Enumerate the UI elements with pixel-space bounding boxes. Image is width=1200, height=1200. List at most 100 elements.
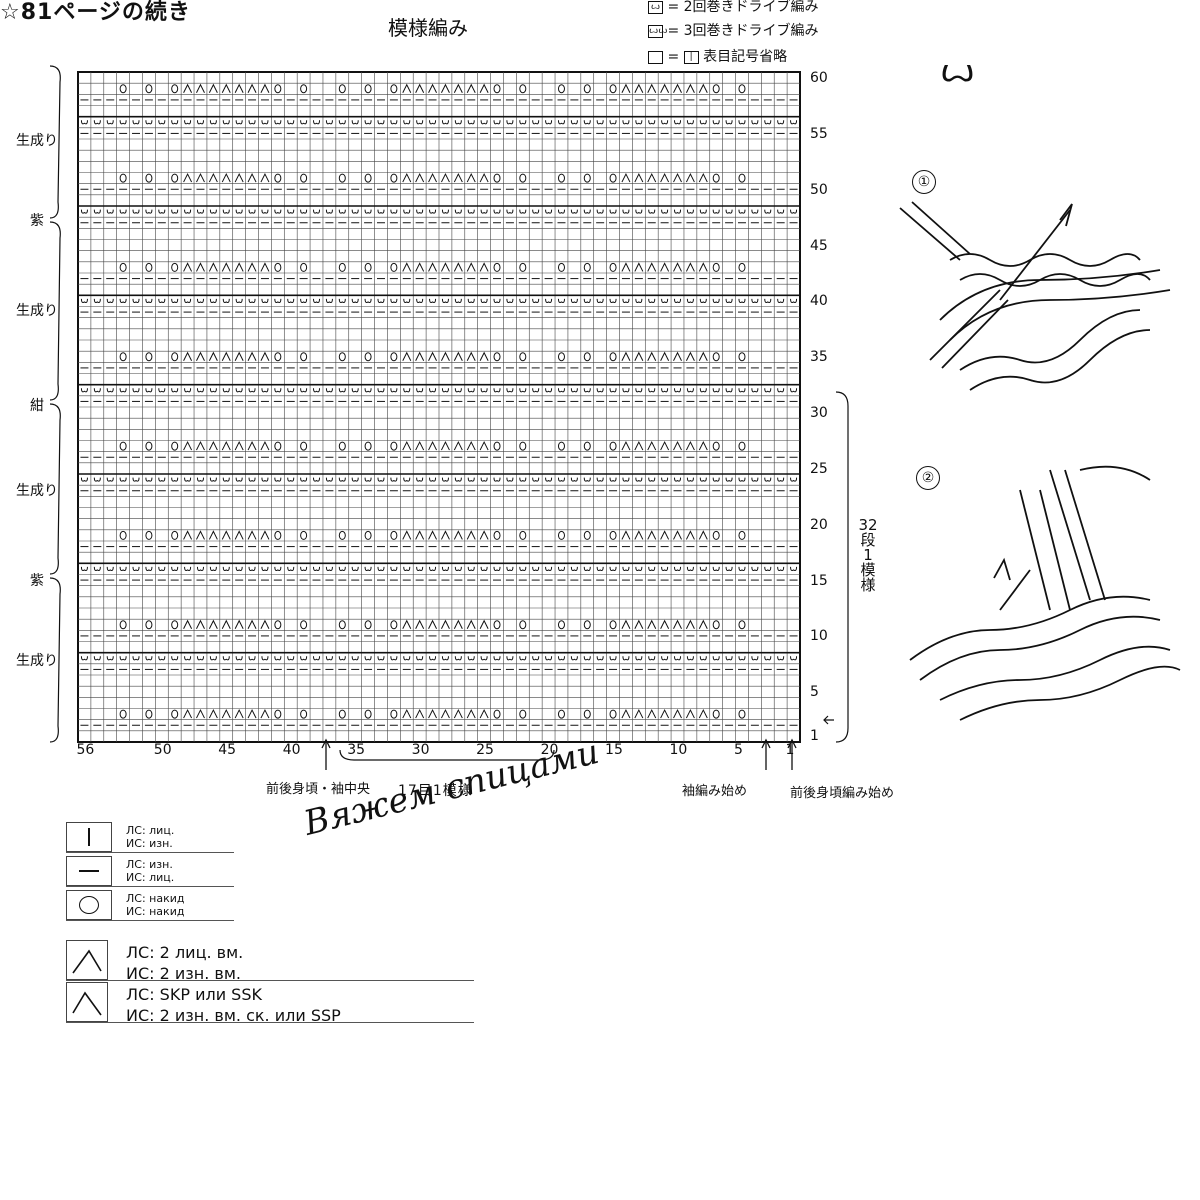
k2tog-stitch	[479, 83, 489, 93]
yarn-over-stitch	[338, 530, 346, 540]
yarn-over-stitch	[364, 262, 372, 272]
k2tog-stitch	[415, 262, 425, 272]
k2tog-stitch	[208, 172, 218, 183]
drive-wrap-stitch	[583, 566, 591, 571]
drive-wrap-stitch	[222, 298, 230, 303]
legend-right-side-text: ЛС: 2 лиц. вм.	[126, 943, 244, 962]
repeat-label-part: 模	[860, 561, 876, 579]
k2tog-stitch	[453, 530, 463, 540]
repeat-label-part: 32	[858, 516, 878, 534]
yarn-over-stitch	[119, 84, 127, 94]
legend-text: ЛС: 2 лиц. вм.ИС: 2 изн. вм.	[126, 942, 243, 984]
drive-wrap-stitch	[493, 120, 501, 125]
k2tog-stitch	[221, 262, 231, 272]
k2tog-stitch	[440, 440, 450, 451]
center-label: 前後身頃・袖中央	[266, 782, 371, 797]
drive-wrap-stitch	[583, 656, 591, 661]
yarn-over-stitch	[300, 173, 308, 183]
drive-wrap-stitch	[209, 120, 217, 125]
drive-wrap-stitch	[570, 120, 578, 125]
drive-wrap-stitch	[196, 120, 204, 125]
drive-wrap-stitch	[506, 388, 514, 393]
yarn-over-stitch	[557, 352, 565, 362]
drive-wrap-stitch	[596, 298, 604, 303]
drive-wrap-stitch	[596, 209, 604, 214]
k2tog-stitch	[634, 83, 644, 93]
k2tog-stitch	[698, 83, 708, 93]
yo-icon	[66, 890, 112, 920]
yarn-over-stitch	[583, 709, 591, 719]
k2tog-stitch	[440, 262, 450, 272]
k2tog-stitch	[183, 172, 193, 183]
legend-item: ЛС: 2 лиц. вм.ИС: 2 изн. вм.	[66, 940, 474, 984]
drive-wrap-stitch	[635, 209, 643, 214]
drive-wrap-stitch	[287, 298, 295, 303]
step-one-marker: ①	[912, 170, 936, 194]
row-number: 40	[810, 293, 828, 310]
drive-wrap-stitch	[80, 388, 88, 393]
drive-wrap-stitch	[583, 120, 591, 125]
drive-wrap-stitch	[274, 298, 282, 303]
drive-wrap-stitch	[467, 656, 475, 661]
yarn-over-stitch	[712, 709, 720, 719]
drive-wrap-stitch	[622, 388, 630, 393]
drive-wrap-stitch	[248, 388, 256, 393]
drive-wrap-stitch	[545, 477, 553, 482]
k2tog-stitch	[685, 708, 695, 719]
yarn-over-stitch	[338, 620, 346, 630]
drive-wrap-stitch	[429, 477, 437, 482]
drive-wrap-stitch	[441, 120, 449, 125]
repeat-label-part: 1	[863, 546, 873, 564]
k2tog-stitch	[647, 83, 657, 93]
column-number: 25	[476, 742, 494, 758]
drive-wrap-stitch	[699, 566, 707, 571]
drive-wrap-stitch	[248, 298, 256, 303]
drive-wrap-stitch	[158, 209, 166, 214]
k2tog-stitch	[260, 708, 270, 719]
yarn-over-stitch	[171, 530, 179, 540]
k2tog-stitch	[415, 351, 425, 361]
drive-wrap-stitch	[196, 388, 204, 393]
drive-wrap-stitch	[184, 477, 192, 482]
k2tog-stitch	[453, 262, 463, 272]
yarn-over-stitch	[738, 352, 746, 362]
drive-wrap-stitch	[364, 298, 372, 303]
drive-wrap-stitch	[674, 298, 682, 303]
legend-wrong-side-text: ИС: накид	[126, 905, 185, 918]
drive-wrap-stitch	[777, 477, 785, 482]
drive-wrap-stitch	[106, 209, 114, 214]
yarn-over-stitch	[609, 173, 617, 183]
yarn-over-stitch	[519, 441, 527, 451]
yarn-over-stitch	[738, 441, 746, 451]
drive-wrap-stitch	[751, 120, 759, 125]
yarn-over-stitch	[493, 530, 501, 540]
k2tog-stitch	[673, 619, 682, 629]
drive-wrap-stitch	[390, 388, 398, 393]
drive-wrap-stitch	[377, 566, 385, 571]
drive-wrap-stitch	[222, 566, 230, 571]
k2tog-stitch	[415, 440, 425, 451]
sleeve-start-label: 袖編み始め	[682, 784, 748, 799]
drive-wrap-stitch	[429, 656, 437, 661]
drive-wrap-stitch	[119, 388, 127, 393]
k2tog-stitch	[660, 530, 670, 540]
k2tog-stitch	[634, 172, 644, 183]
drive-wrap-stitch	[712, 388, 720, 393]
yarn-over-stitch	[338, 709, 346, 719]
drive-wrap-stitch	[699, 209, 707, 214]
drive-wrap-stitch	[506, 656, 514, 661]
drive-wrap-stitch	[493, 388, 501, 393]
k2tog-stitch	[698, 708, 708, 719]
drive-wrap-stitch	[764, 566, 772, 571]
k2tog-stitch	[208, 708, 218, 719]
k2tog-stitch	[428, 172, 438, 183]
drive-wrap-stitch	[106, 477, 114, 482]
row-number: 55	[810, 125, 828, 142]
drive-wrap-stitch	[557, 477, 565, 482]
double-wrap-icon: ꙍ	[648, 0, 663, 14]
k2tog-stitch	[621, 619, 631, 629]
drive-wrap-stitch	[699, 120, 707, 125]
drive-wrap-stitch	[313, 388, 321, 393]
yarn-over-stitch	[390, 709, 398, 719]
drive-wrap-stitch	[235, 120, 243, 125]
